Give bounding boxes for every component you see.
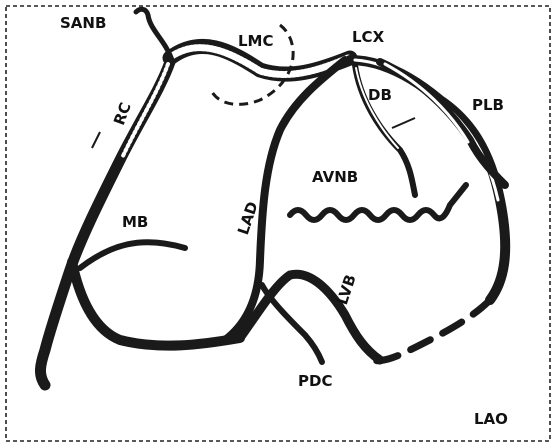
- vessel-avnb: [290, 185, 466, 220]
- vessel-sanb: [136, 9, 172, 60]
- vessel-mb: [80, 242, 185, 268]
- label-sanb: SANB: [60, 16, 106, 31]
- vessel-db: [355, 65, 415, 195]
- vessel-pdc: [262, 285, 322, 362]
- label-view-lao: LAO: [474, 412, 508, 427]
- label-lmc: LMC: [238, 34, 274, 49]
- vessel-lcx-dashed: [370, 300, 490, 361]
- vessel-plb: [380, 62, 505, 185]
- label-plb: PLB: [472, 98, 504, 113]
- label-pdc: PDC: [298, 374, 332, 389]
- label-avnb: AVNB: [312, 170, 358, 185]
- vessel-db-inner: [356, 68, 398, 148]
- vessel-rc-lower: [72, 262, 240, 346]
- arrow-rc: [92, 132, 100, 148]
- label-mb: MB: [122, 215, 148, 230]
- label-lcx: LCX: [352, 30, 384, 45]
- label-db: DB: [368, 88, 392, 103]
- arrow-db: [392, 118, 415, 128]
